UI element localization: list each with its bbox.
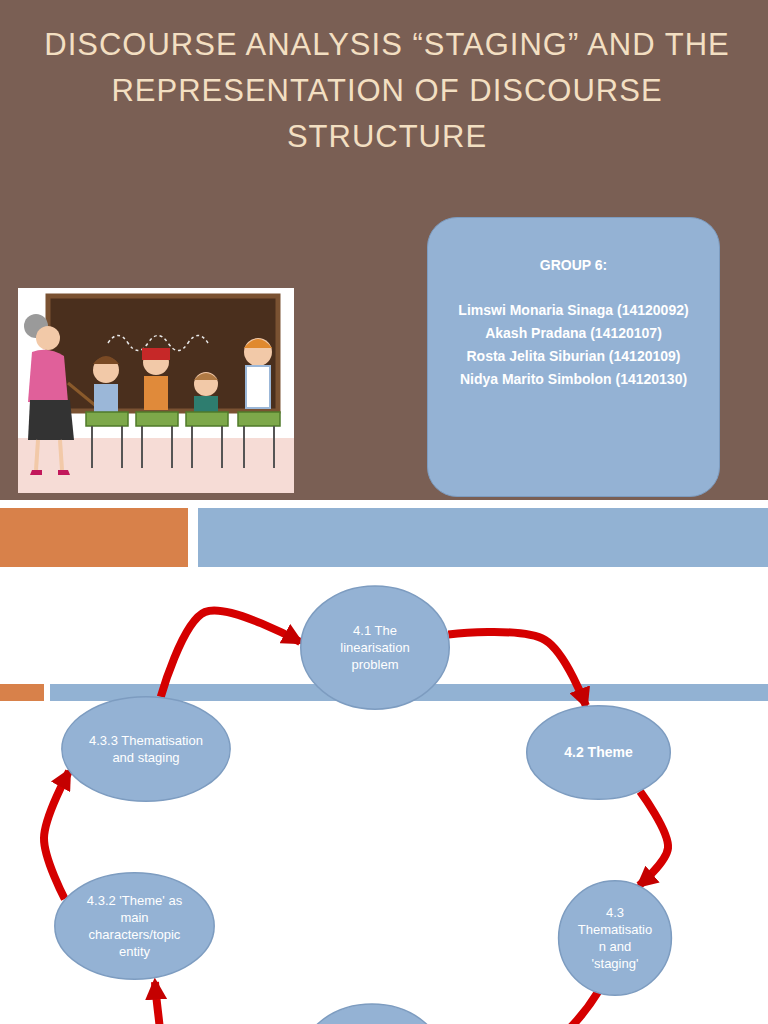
section-ellipse: 4.3.2 'Theme' as main characters/topic e… xyxy=(54,872,215,980)
section-label: 4.3.3 Thematisation and staging xyxy=(88,732,204,766)
member-text: Rosta Jelita Siburian (14120109) xyxy=(442,345,705,368)
section-label: 4.1 The linearisation problem xyxy=(324,622,426,673)
cycle-arrow xyxy=(44,771,69,899)
section-ellipse: 4.3 Thematisation and 'staging' xyxy=(558,880,672,996)
section-ellipse: 4.1 The linearisation problem xyxy=(300,585,450,710)
cycle-arrow xyxy=(568,992,598,1024)
member-text: Akash Pradana (14120107) xyxy=(442,322,705,345)
orange-bar xyxy=(0,508,188,567)
cycle-arrow xyxy=(639,791,668,885)
ellipse-outline xyxy=(61,696,231,802)
member-text: GROUP 6: xyxy=(442,254,705,277)
cycle-arrow xyxy=(448,632,586,706)
ellipse-shape xyxy=(55,873,214,979)
group-box: GROUP 6: Limswi Monaria Sinaga (14120092)… xyxy=(427,217,720,497)
ellipse-shape xyxy=(301,586,450,709)
cycle-arrow xyxy=(155,982,160,1024)
blue-bar xyxy=(198,508,768,567)
section-ellipse: 4.2 Theme xyxy=(526,705,671,800)
section-label: 4.3.2 'Theme' as main characters/topic e… xyxy=(80,892,189,960)
section-label: 4.2 Theme xyxy=(549,744,648,761)
classroom-illustration xyxy=(18,288,294,493)
section-label: 4.3 Thematisation and 'staging' xyxy=(576,904,654,972)
top-slide xyxy=(0,0,768,500)
cycle-arrow xyxy=(161,610,301,696)
ellipse-shape xyxy=(62,697,230,802)
ellipse-outline xyxy=(54,872,215,980)
topic-ellipse xyxy=(300,1004,444,1024)
ellipse-shape xyxy=(559,881,672,995)
section-ellipse: 4.3.3 Thematisation and staging xyxy=(61,696,231,802)
member-text: Limswi Monaria Sinaga (14120092) xyxy=(442,299,705,322)
member-text: Nidya Marito Simbolon (14120130) xyxy=(442,368,705,391)
orange-bar xyxy=(0,684,44,701)
ellipse-shape xyxy=(527,706,671,800)
slide-title: DISCOURSE ANALYSIS “STAGING” AND THE REP… xyxy=(40,22,734,160)
ellipse-outline xyxy=(558,880,672,996)
